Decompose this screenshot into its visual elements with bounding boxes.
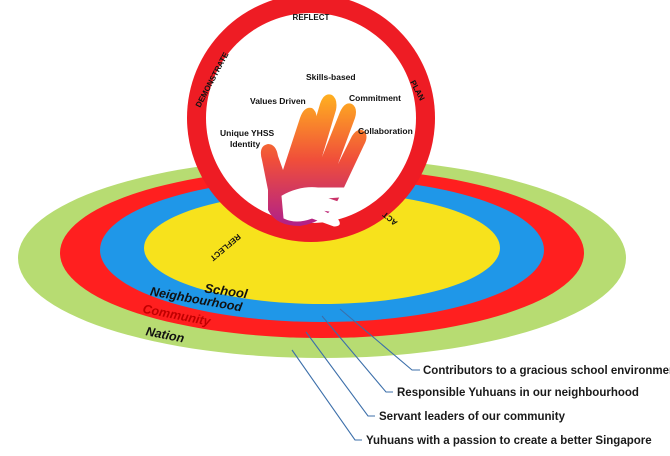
connector-nation <box>291 349 362 441</box>
connector-neighbourhood <box>321 315 393 393</box>
school-ring <box>144 192 500 304</box>
value-values-driven: Values Driven <box>250 96 306 106</box>
value-identity-line1: Unique YHSS <box>220 128 274 138</box>
outcome-community: Servant leaders of our community <box>379 411 566 423</box>
value-identity-line2: Identity <box>230 139 260 149</box>
cycle-label-top: REFLECT <box>293 13 330 22</box>
outcome-school: Contributors to a gracious school enviro… <box>423 365 670 377</box>
outcome-nation: Yuhuans with a passion to create a bette… <box>366 435 652 447</box>
school-label: School <box>204 280 249 301</box>
outcome-neighbourhood: Responsible Yuhuans in our neighbourhood <box>397 387 639 399</box>
connector-school <box>339 308 420 371</box>
value-commitment: Commitment <box>349 93 401 103</box>
hands-icon <box>260 94 367 227</box>
value-collaboration: Collaboration <box>358 126 413 136</box>
connector-community <box>305 331 375 417</box>
value-skills: Skills-based <box>306 72 356 82</box>
connector-lines <box>291 308 420 441</box>
